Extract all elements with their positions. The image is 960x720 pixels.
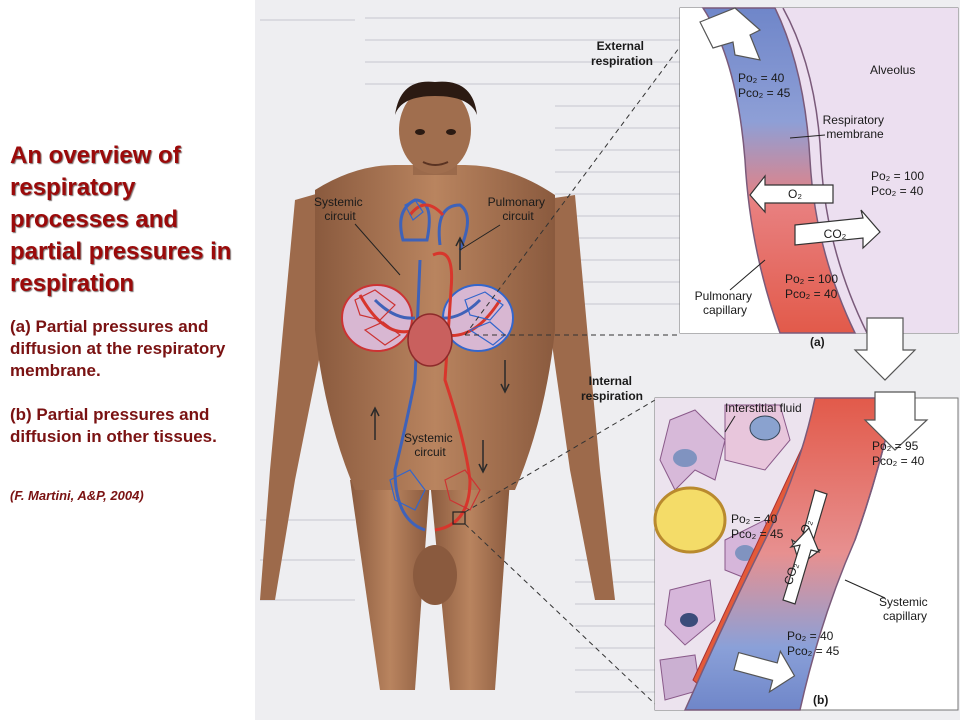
co2-arrow-a: CO₂ [794,209,881,250]
label-respiratory-membrane: Respiratory membrane [823,113,888,141]
capillary-po2-a: Po₂ = 100 [785,272,838,286]
slide-title: An overview of respiratory processes and… [10,142,232,297]
arterial-pco2-a: Pco₂ = 40 [871,184,924,198]
flow-arrow-in-b [863,391,929,451]
svg-text:O₂: O₂ [788,187,802,201]
label-pulmonary-capillary: Pulmonary capillary [695,289,756,317]
panel-b-tag: (b) [813,693,828,707]
alveolus-pco2: Pco₂ = 45 [738,86,791,100]
caption-a: (a) Partial pressures and diffusion at t… [10,317,226,380]
leader-pulmonary [459,224,501,251]
citation: (F. Martini, A&P, 2004) [10,488,144,503]
tissue-pco2-b: Pco₂ = 45 [731,527,784,541]
caption-b: (b) Partial pressures and diffusion in o… [10,405,217,446]
callout-lines [464,39,686,705]
arterial-pco2-b: Pco₂ = 40 [872,454,925,468]
panel-b: O₂ CO₂ Internal respiration Interstitial… [581,374,959,711]
leader-systemic-top [354,223,401,276]
label-systemic-capillary: Systemic capillary [879,595,931,623]
label-systemic-circuit-top: Systemic circuit [314,195,366,223]
label-systemic-circuit-bottom: Systemic circuit [404,431,456,459]
capillary-pco2-a: Pco₂ = 40 [785,287,838,301]
arterial-po2-b: Po₂ = 95 [872,439,919,453]
o2-arrow-a: O₂ [749,174,834,214]
flow-arrow-out-b [733,649,796,694]
svg-text:CO₂: CO₂ [824,227,847,241]
figure-svg: Systemic circuit Pulmonary circuit Syste… [255,0,960,720]
arterial-po2-a: Po₂ = 100 [871,169,924,183]
label-external-respiration: External respiration [591,39,653,68]
venous-pco2-b: Pco₂ = 45 [787,644,840,658]
alveolus-po2: Po₂ = 40 [738,71,785,85]
venous-po2-b: Po₂ = 40 [787,629,834,643]
svg-text:CO₂: CO₂ [781,561,801,587]
respiration-figure: Systemic circuit Pulmonary circuit Syste… [255,0,960,720]
label-internal-respiration: Internal respiration [581,374,643,403]
body-labels: Systemic circuit Pulmonary circuit Syste… [314,195,549,459]
flow-arrow-out-a [853,317,917,381]
text-panel: An overview of respiratory processes and… [0,0,255,720]
label-pulmonary-circuit: Pulmonary circuit [488,195,549,223]
label-alveolus: Alveolus [870,63,915,77]
panel-a: O₂ CO₂ External respiration Po₂ = 40 Pco… [591,7,959,381]
flow-arrow-in-a [699,7,762,61]
tissue-po2-b: Po₂ = 40 [731,512,778,526]
label-interstitial-fluid: Interstitial fluid [725,401,802,415]
co2-arrow-b: CO₂ [781,526,821,605]
panel-a-tag: (a) [810,335,825,349]
